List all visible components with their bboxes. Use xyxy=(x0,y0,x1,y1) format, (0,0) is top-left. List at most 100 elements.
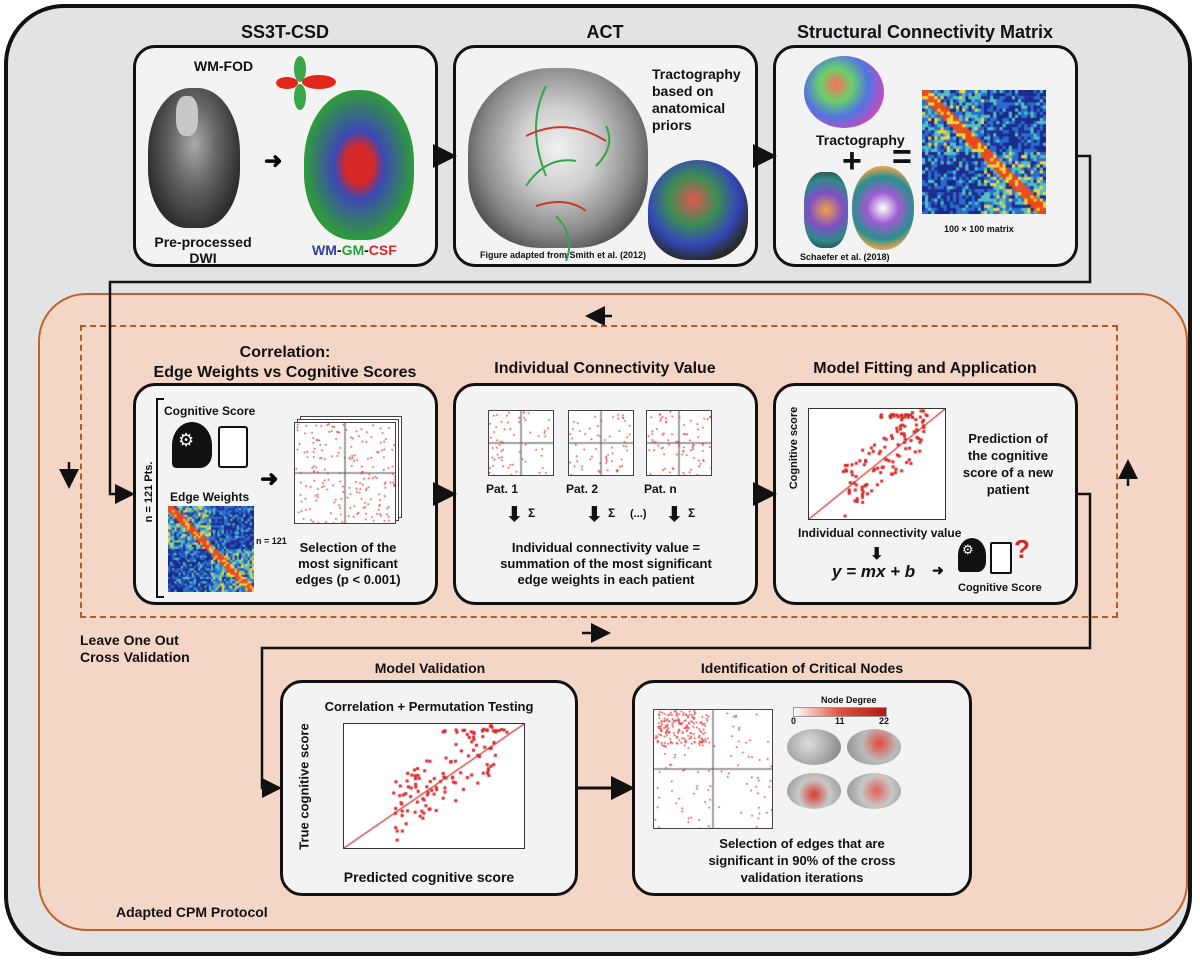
patient1-matrix xyxy=(488,410,554,476)
correlation-title-line2: Edge Weights vs Cognitive Scores xyxy=(153,364,417,381)
critical-panel: Node Degree 0 11 22 Selection of edges t… xyxy=(632,680,972,896)
parcellation-small-brain xyxy=(804,172,848,248)
patient2-matrix xyxy=(568,410,634,476)
validation-scatter-plot xyxy=(343,723,525,849)
pat1-label: Pat. 1 xyxy=(486,482,519,496)
act-title: ACT xyxy=(586,22,624,42)
patientn-matrix xyxy=(646,410,712,476)
icv-panel: Pat. 1 Pat. 2 Pat. n ⬇ Σ ⬇ Σ (...) ⬇ Σ I… xyxy=(453,383,758,605)
ss3t-panel: WM-FOD Pre-processed DWI ➜ WM-GM-CSF xyxy=(133,45,438,267)
tissue-dash2: - xyxy=(364,242,369,258)
critical-desc-line2: significant in 90% of the cross xyxy=(708,853,896,868)
protocol-label: Adapted CPM Protocol xyxy=(116,904,268,920)
tract-curves xyxy=(525,85,611,262)
down-arrow-icon: ⬇ xyxy=(586,504,603,526)
tissue-csf: CSF xyxy=(368,242,397,258)
icv-desc-line1: Individual connectivity value = xyxy=(511,540,701,555)
critical-title: Identification of Critical Nodes xyxy=(700,660,904,676)
selection-line2: most significant xyxy=(298,556,398,571)
icv-desc-line2: summation of the most significant xyxy=(500,556,712,571)
pred-line3: score of a new xyxy=(962,465,1054,480)
selection-line3: edges (p < 0.001) xyxy=(295,572,401,587)
tissue-legend: WM-GM-CSF xyxy=(312,242,397,258)
equals-sign: = xyxy=(892,138,912,176)
question-mark: ? xyxy=(1014,534,1030,564)
tissue-wm: WM xyxy=(312,242,337,258)
ellipsis-label: (...) xyxy=(630,508,647,520)
edge-weights-label: Edge Weights xyxy=(170,490,250,504)
prediction-text: Prediction of the cognitive score of a n… xyxy=(948,430,1068,498)
critical-description: Selection of edges that are significant … xyxy=(635,835,969,886)
validation-xlabel: Predicted cognitive score xyxy=(343,869,515,885)
plus-sign: + xyxy=(842,142,862,180)
act-citation: Figure adapted from Smith et al. (2012) xyxy=(480,250,647,260)
arrow-icon: ➜ xyxy=(260,466,279,491)
matrix-stack xyxy=(294,416,402,526)
model-xlabel: Individual connectivity value xyxy=(798,526,962,540)
legend-0: 0 xyxy=(791,716,797,726)
sigma2: Σ xyxy=(608,506,616,520)
selection-line1: Selection of the xyxy=(299,540,397,555)
pat2-label: Pat. 2 xyxy=(566,482,599,496)
significant-edges-matrix xyxy=(294,422,396,524)
critical-desc-line3: validation iterations xyxy=(740,870,864,885)
correlation-title: Correlation: Edge Weights vs Cognitive S… xyxy=(120,343,450,383)
act-desc-line2: based on xyxy=(652,83,714,99)
pred-line2: the cognitive xyxy=(967,448,1049,463)
pred-line4: patient xyxy=(986,482,1030,497)
pred-line1: Prediction of xyxy=(968,431,1048,446)
sigma1: Σ xyxy=(528,506,536,520)
act-description: Tractography based on anatomical priors xyxy=(652,66,741,134)
scm-panel: Tractography + = Schaefer et al. (2018) … xyxy=(773,45,1078,267)
dwi-label: Pre-processed DWI xyxy=(148,234,258,266)
bracket xyxy=(156,398,164,598)
sigma3: Σ xyxy=(688,506,696,520)
model-scatter-plot xyxy=(808,408,946,520)
arrow-scm-correlation xyxy=(108,154,1092,504)
validation-subtitle: Correlation + Permutation Testing xyxy=(324,699,534,714)
tissue-gm: GM xyxy=(341,242,365,258)
node-degree-colorbar xyxy=(793,707,887,717)
validation-title: Model Validation xyxy=(374,660,486,676)
brain-render-4 xyxy=(847,773,901,809)
critical-desc-line1: Selection of edges that are xyxy=(719,836,885,851)
down-arrow-icon: ⬇ xyxy=(666,504,683,526)
matrix-size-label: 100 × 100 matrix xyxy=(944,224,1014,234)
correlation-panel: n = 121 Pts. Cognitive Score ⚙ Edge Weig… xyxy=(133,383,438,605)
validation-panel: Correlation + Permutation Testing True c… xyxy=(280,680,578,896)
loocv-line1: Leave One Out xyxy=(80,632,179,648)
down-arrow-icon: ⬇ xyxy=(506,504,523,526)
legend-22: 22 xyxy=(879,716,890,726)
act-desc-line4: priors xyxy=(652,117,692,133)
dwi-lesion xyxy=(176,96,198,136)
down-arrow-icon: ⬇ xyxy=(870,546,884,563)
loocv-label: Leave One Out Cross Validation xyxy=(80,632,190,666)
model-title: Model Fitting and Application xyxy=(813,360,1037,377)
act-panel: Tractography based on anatomical priors … xyxy=(453,45,758,267)
critical-edges-matrix xyxy=(653,709,773,829)
fod-glyph xyxy=(276,56,336,110)
regression-equation: y = mx + b xyxy=(832,562,916,581)
dwi-label-line1: Pre-processed xyxy=(154,234,252,250)
act-desc-line3: anatomical xyxy=(652,100,726,116)
brain-render-3 xyxy=(787,773,841,809)
parcellation-large-brain xyxy=(852,166,914,250)
dwi-label-line2: DWI xyxy=(189,250,217,266)
head-gears-icon xyxy=(958,538,986,572)
tissue-map-brain xyxy=(304,90,414,240)
clipboard-icon xyxy=(990,542,1012,574)
patn-label: Pat. n xyxy=(644,482,677,496)
loocv-loop-frame xyxy=(80,325,1118,618)
gear-icon: ⚙ xyxy=(962,542,974,557)
legend-11: 11 xyxy=(835,716,845,726)
gear-icon: ⚙ xyxy=(178,430,195,450)
tissue-dash1: - xyxy=(336,242,342,258)
tractography-head-render xyxy=(648,160,748,260)
node-degree-title: Node Degree xyxy=(821,695,877,705)
arrow-icon: ➜ xyxy=(932,562,944,578)
wmfod-label: WM-FOD xyxy=(194,58,254,74)
scm-citation: Schaefer et al. (2018) xyxy=(800,252,890,262)
loocv-line2: Cross Validation xyxy=(80,649,190,665)
n-stack-label: n = 121 xyxy=(256,536,287,546)
